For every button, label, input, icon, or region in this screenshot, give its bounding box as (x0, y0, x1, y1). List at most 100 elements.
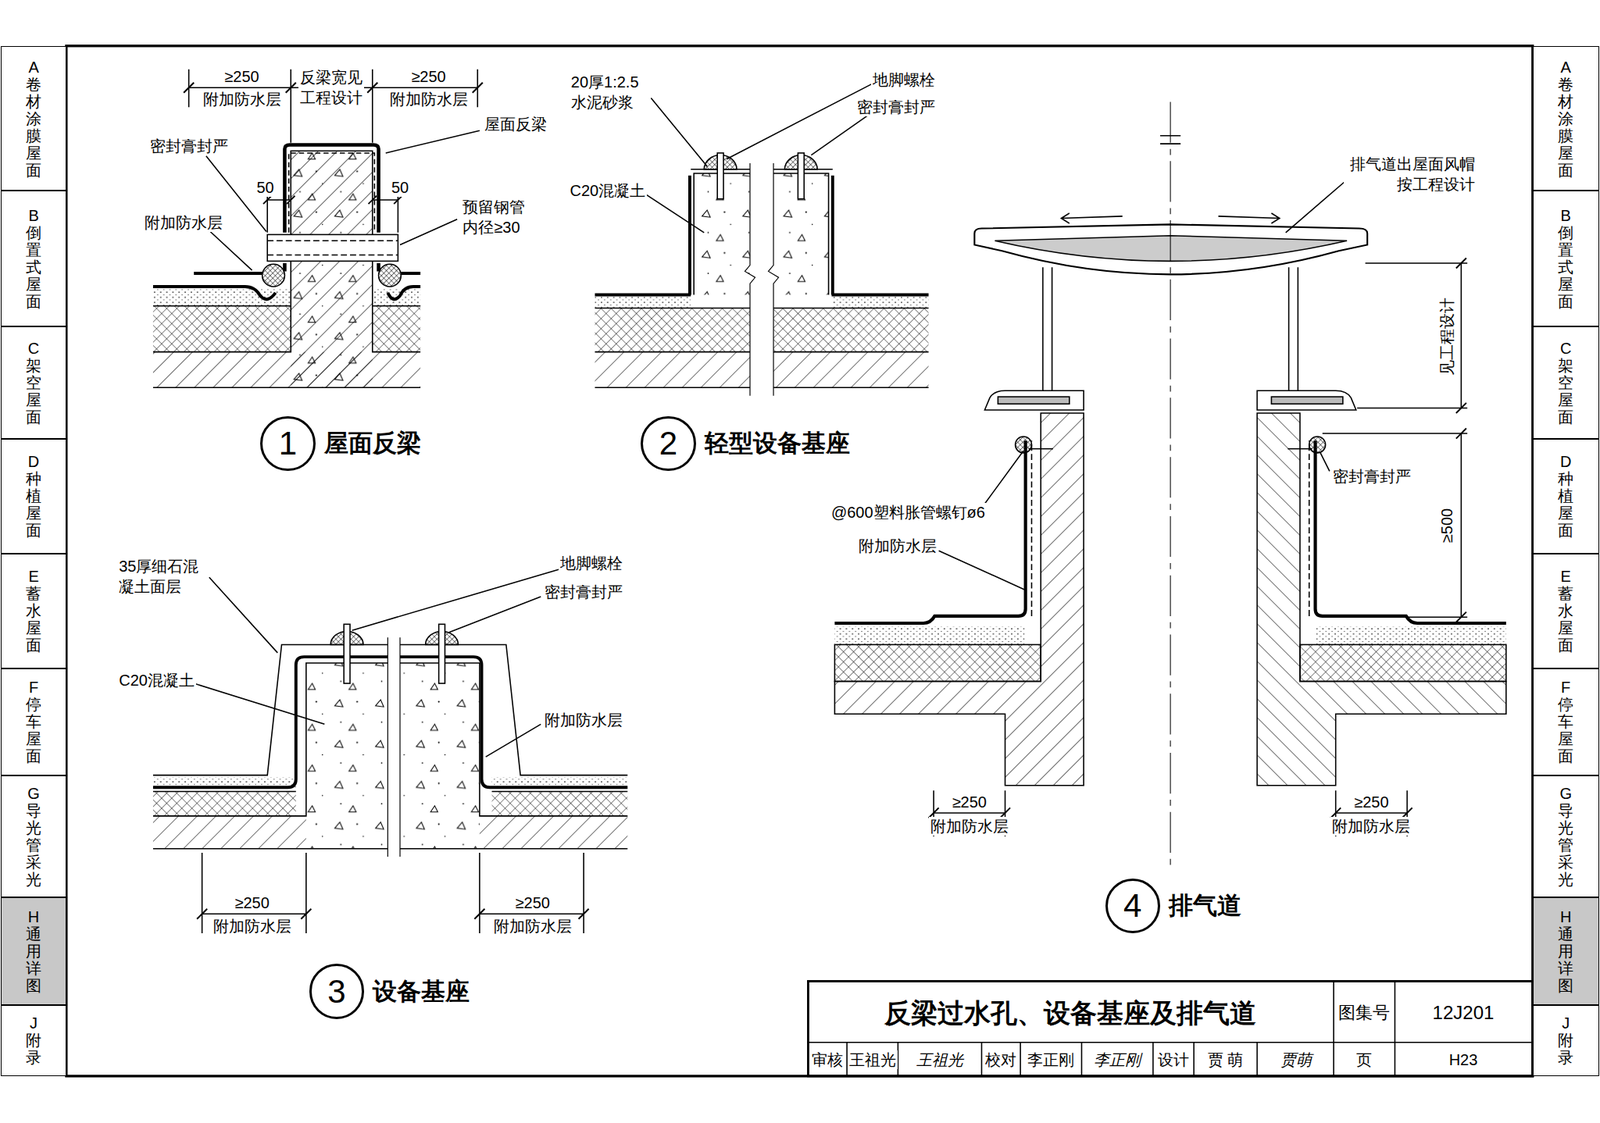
tab-text: 种植屋面 (1557, 470, 1574, 540)
tab-text: 架空屋面 (1557, 357, 1574, 426)
annotation-label: @600塑料胀管螺钉ø6 (829, 503, 987, 522)
tab-letter: D (25, 453, 42, 471)
dimension-text: 50 (389, 178, 411, 197)
callout-number: 2 (659, 427, 678, 461)
annotation-label: 屋面反梁 (482, 114, 549, 134)
callout-number: 1 (278, 427, 297, 461)
tab-letter: G (25, 785, 42, 803)
title-block (807, 981, 1533, 1076)
exhaust-duct-drawing (834, 102, 1506, 868)
table-cell: 设计 (1156, 1050, 1191, 1070)
dimension-text: ≥250 (950, 792, 989, 812)
tab-text: 通用详图 (1557, 925, 1574, 995)
annotation-label: 附加防水层 (928, 817, 1011, 836)
annotation-label: 地脚螺栓 (558, 553, 625, 573)
signature: 李正刚 (1092, 1050, 1143, 1070)
dimension-text: ≥250 (514, 893, 552, 913)
section-tab: H通用详图 (0, 897, 67, 1005)
signature: 王祖光 (914, 1050, 965, 1070)
dimension-text: 见工程设计 (1437, 296, 1457, 378)
annotation-label: 地脚螺栓 (871, 70, 937, 90)
table-cell: 图集号 (1336, 1003, 1392, 1024)
tab-letter: A (1557, 58, 1574, 76)
table-cell: 王祖光 (847, 1050, 898, 1070)
tab-letter: B (1557, 207, 1574, 225)
tab-text: 种植屋面 (25, 470, 42, 540)
table-cell: H23 (1447, 1050, 1480, 1070)
section-tab: A卷材涂膜屋面 (1532, 46, 1600, 191)
detail-title: 设备基座 (372, 975, 470, 1009)
tab-text: 附录 (1557, 1032, 1574, 1067)
table-cell: 12J201 (1431, 1002, 1497, 1025)
annotation-label: 密封膏封严 (148, 136, 230, 156)
section-tab: C架空屋面 (1532, 326, 1600, 440)
annotation-label: 附加防水层 (211, 917, 293, 936)
tab-letter: C (1557, 339, 1574, 358)
annotation-label: 附加防水层 (388, 89, 470, 109)
table-cell: 贾 萌 (1206, 1050, 1246, 1070)
tab-text: 附录 (25, 1032, 42, 1067)
section-tab: J附录 (0, 1005, 67, 1077)
signature: 贾萌 (1278, 1050, 1314, 1070)
annotation-label: 附加防水层 (1330, 817, 1412, 836)
section-tab: D种植屋面 (1532, 439, 1600, 555)
tab-text: 蓄水屋面 (25, 585, 42, 654)
tab-text: 停车屋面 (25, 696, 42, 765)
tab-text: 倒置式屋面 (25, 224, 42, 311)
tab-letter: A (25, 58, 42, 76)
detail-number-circle: 1屋面反梁 (260, 416, 316, 472)
equipment-base-drawing (153, 567, 628, 934)
sheet-frame (66, 46, 1533, 1077)
annotation-label: C20混凝土 (117, 671, 197, 690)
light-equipment-base-drawing (594, 83, 929, 397)
annotation-label: 附加防水层 (542, 710, 625, 730)
annotation-label: 排气道出屋面风帽 按工程设计 (1343, 153, 1477, 195)
table-cell: 审核 (810, 1050, 845, 1070)
tab-letter: E (25, 567, 42, 586)
annotation-label: C20混凝土 (568, 181, 648, 200)
section-tab: F停车屋面 (1532, 668, 1600, 776)
section-tab: H通用详图 (1532, 897, 1600, 1005)
dimension-text: ≥250 (232, 893, 271, 913)
callout-number: 3 (327, 975, 346, 1009)
tab-text: 架空屋面 (25, 357, 42, 426)
dimension-text: ≥250 (1352, 792, 1390, 812)
tab-letter: C (25, 339, 42, 358)
section-tab: D种植屋面 (0, 439, 67, 555)
detail-number-circle: 4排气道 (1105, 878, 1161, 935)
section-tab: E蓄水屋面 (1532, 553, 1600, 668)
tab-text: 通用详图 (25, 925, 42, 995)
section-tab: G导光管采光 (1532, 775, 1600, 899)
tab-text: 卷材涂膜屋面 (1557, 75, 1574, 179)
tab-text: 导光管采光 (25, 802, 42, 889)
annotation-label: 20厚1:2.5 水泥砂浆 (569, 71, 651, 113)
table-cell: 页 (1354, 1050, 1374, 1070)
detail-number-circle: 3设备基座 (309, 964, 365, 1020)
tab-text: 导光管采光 (1557, 802, 1574, 889)
annotation-label: 密封膏封严 (1331, 467, 1413, 486)
section-tab: J附录 (1532, 1005, 1600, 1077)
table-cell: 校对 (983, 1050, 1018, 1070)
tab-letter: J (25, 1014, 42, 1033)
drawing-title: 反梁过水孔、设备基座及排气道 (884, 997, 1257, 1030)
annotation-label: 35厚细石混 凝土面层 (117, 556, 204, 597)
section-tab: F停车屋面 (0, 668, 67, 776)
table-cell: 李正刚 (1025, 1050, 1076, 1070)
dimension-text: ≥500 (1437, 506, 1457, 544)
section-tab: E蓄水屋面 (0, 553, 67, 668)
section-tab: B倒置式屋面 (1532, 190, 1600, 327)
annotation-label: 密封膏封严 (542, 582, 625, 602)
annotation-label: 附加防水层 (142, 213, 225, 233)
dimension-text: 50 (254, 178, 275, 197)
annotation-label: 附加防水层 (857, 536, 939, 556)
tab-text: 停车屋面 (1557, 696, 1574, 765)
section-tab: A卷材涂膜屋面 (0, 46, 67, 191)
tab-text: 倒置式屋面 (1557, 224, 1574, 311)
detail-title: 轻型设备基座 (704, 427, 850, 461)
tab-letter: E (1557, 567, 1574, 586)
tab-text: 蓄水屋面 (1557, 585, 1574, 654)
section-tab: C架空屋面 (0, 326, 67, 440)
dimension-text: ≥250 (222, 67, 261, 86)
detail-title: 屋面反梁 (324, 427, 422, 461)
